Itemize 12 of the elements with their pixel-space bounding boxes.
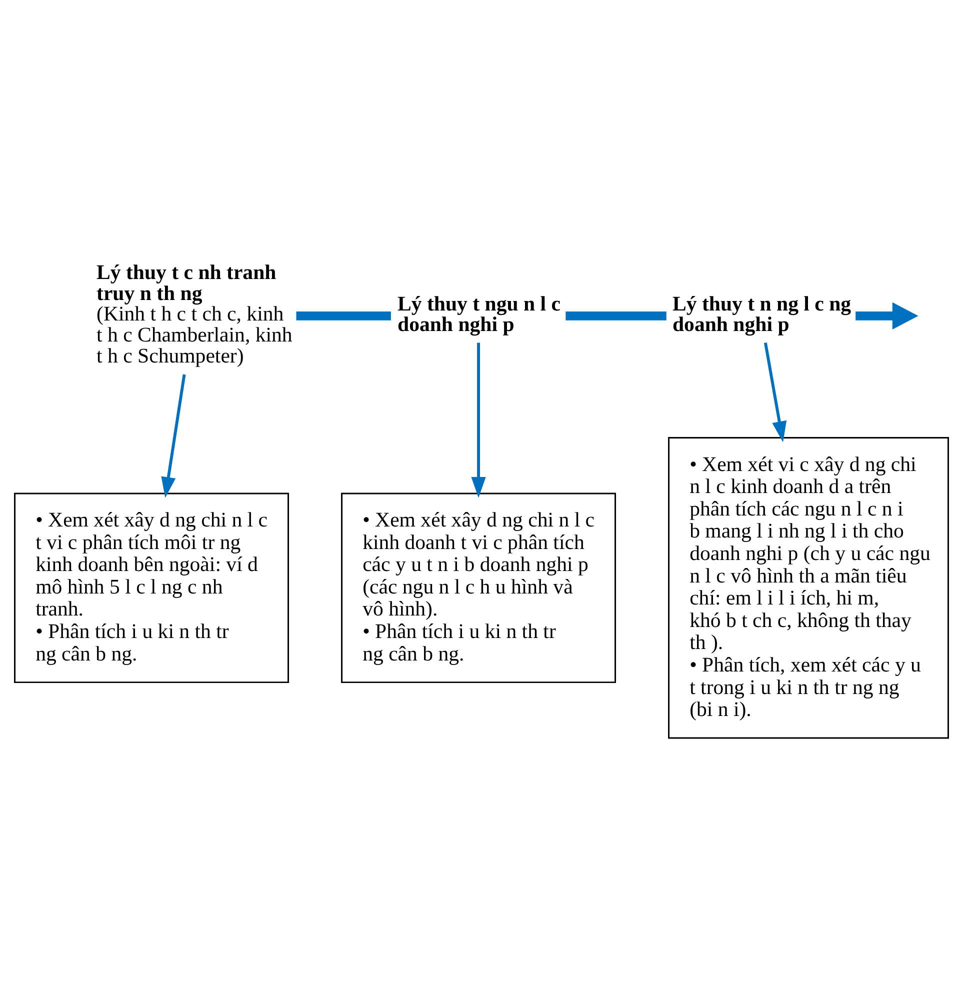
arrow xyxy=(471,342,486,498)
connector xyxy=(566,310,666,320)
arrow xyxy=(161,374,186,498)
node-box: • Xem xét xây d ng chi n l c t vi c phân tích môi tr ng kinh doanh bên ngoài: ví d mô hình 5 l c l ng c nh tranh. • Phân tích i u ki n th tr ng cân b ng. xyxy=(14,492,289,683)
node-text: Lý thuy t n ng l c ng doanh nghi p xyxy=(672,292,852,336)
node-box: • Xem xét vi c xây d ng chi n l c kinh doanh d a trên phân tích các ngu n l c n i b mang l i nh ng l i th cho doanh nghi p (ch y u các ngu n l c vô hình th a mãn tiêu chí: em l i l i ích, hi m, khó b t ch c, không th thay th ). • Phân tích, xem xét các y u t trong i u ki n th tr ng ng (bi n i). xyxy=(668,436,949,738)
node-text: Lý thuy t c nh tranh truy n th ng (Kinh t h c t ch c, kinh t h c Chamberlain, kinh t h c Schumpeter) xyxy=(96,260,292,367)
connector xyxy=(296,310,391,320)
node-box: • Xem xét xây d ng chi n l c kinh doanh t vi c phân tích các y u t n i b doanh nghi p (các ngu n l c h u hình và vô hình). • Phân tích i u ki n th tr ng cân b ng. xyxy=(341,492,616,683)
arrow xyxy=(764,342,787,442)
node-text: Lý thuy t ngu n l c doanh nghi p xyxy=(398,292,560,336)
arrow xyxy=(856,302,918,330)
